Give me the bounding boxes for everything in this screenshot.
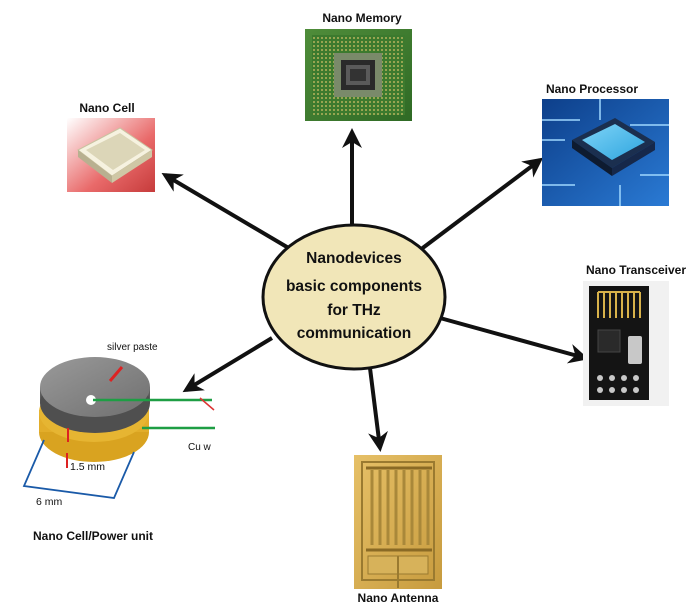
nano-memory-label: Nano Memory	[322, 11, 402, 25]
power-unit-label: Nano Cell/Power unit	[33, 529, 153, 543]
nano-memory-node: Nano Memory	[305, 11, 412, 121]
arrow-to-transceiver	[439, 316, 589, 364]
arrow-to-power	[182, 336, 274, 393]
center-node: Nanodevices basic components for THz com…	[261, 223, 447, 371]
transceiver-image	[583, 281, 669, 406]
arrow-to-antenna	[368, 367, 388, 452]
cu-wire-annotation: Cu w	[188, 442, 212, 453]
arrow-to-cell	[161, 172, 294, 252]
nano-processor-label: Nano Processor	[546, 82, 638, 96]
nano-cell-image	[67, 118, 155, 192]
nano-antenna-node: Nano Antenna	[354, 455, 442, 605]
center-line-4: communication	[297, 325, 412, 342]
nano-transceiver-label: Nano Transceiver	[586, 263, 686, 277]
memory-chip-image	[305, 29, 412, 121]
center-line-3: for THz	[327, 302, 381, 319]
arrows	[161, 128, 589, 452]
diameter-annotation: 6 mm	[36, 496, 63, 508]
center-line-2: basic components	[286, 278, 422, 295]
center-line-1: Nanodevices	[306, 250, 402, 267]
nano-antenna-label: Nano Antenna	[358, 591, 439, 605]
silver-paste-annotation: silver paste	[107, 342, 158, 353]
processor-chip-image	[542, 99, 669, 206]
nano-processor-node: Nano Processor	[542, 82, 669, 206]
power-cell-image	[22, 357, 215, 499]
arrow-to-processor	[418, 157, 544, 252]
thickness-annotation: 1.5 mm	[70, 461, 105, 473]
nano-transceiver-node: Nano Transceiver	[583, 263, 686, 406]
nano-cell-label: Nano Cell	[79, 101, 134, 115]
center-ellipse	[261, 223, 447, 371]
power-unit-node: silver paste Cu w 1.5 mm 6 mm Nano Cell/…	[22, 342, 215, 543]
antenna-image	[354, 455, 442, 589]
nano-cell-node: Nano Cell	[67, 101, 155, 192]
